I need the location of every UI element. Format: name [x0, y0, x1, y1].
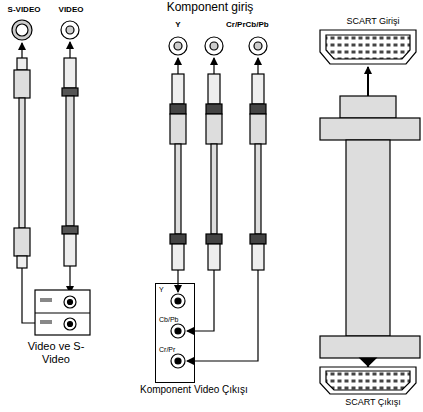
jack-label: Cr/Pr	[159, 346, 175, 353]
jack-label: Y	[159, 286, 164, 293]
label-text: Y	[172, 20, 184, 29]
label-text: Komponent Video Çıkışı	[140, 384, 250, 396]
label-text: S-VIDEO	[2, 5, 46, 14]
label-text: SCART Girişi	[328, 16, 418, 26]
jack-label: Cb/Pb	[159, 316, 178, 323]
label-text: Cr/PrCb/Pb	[226, 20, 296, 29]
label-text: Komponent giriş	[150, 1, 270, 15]
output-panel: Y Cb/PbCr/Pr	[155, 283, 195, 383]
label-text: VIDEO	[58, 5, 84, 14]
label-text: SCART Çıkışı	[328, 397, 418, 407]
label-text: Video ve S-Video	[20, 340, 92, 365]
